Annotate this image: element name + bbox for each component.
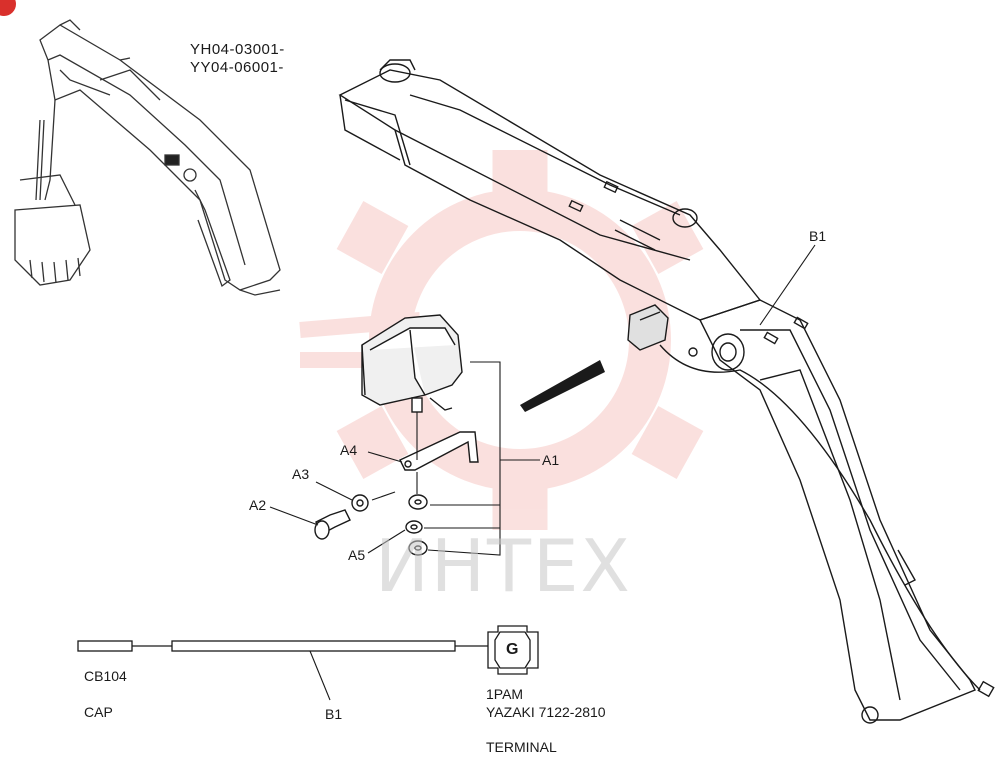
callout-a1: A1 xyxy=(542,452,560,468)
boom-drawing xyxy=(338,59,995,724)
pointer-arrow xyxy=(520,360,605,412)
cap-label: CAP xyxy=(84,704,113,720)
harness-label-b1: B1 xyxy=(325,706,343,722)
watermark-text: ИНТЕХ xyxy=(375,524,632,608)
callout-b1-boom: B1 xyxy=(809,228,827,244)
connector-1pam xyxy=(487,625,539,675)
harness-sleeve xyxy=(171,640,456,652)
lamp-bracket xyxy=(399,431,479,471)
work-lamp xyxy=(361,314,463,413)
fasteners xyxy=(314,494,428,556)
excavator-thumbnail xyxy=(14,19,281,296)
serial-number-1: YH04-03001- xyxy=(190,41,285,58)
leader-lines xyxy=(269,244,816,556)
callout-a2: A2 xyxy=(249,497,267,513)
connector-code: 1PAM xyxy=(486,686,524,702)
cap-cb104 xyxy=(77,640,133,652)
serial-number-2: YY04-06001- xyxy=(190,59,284,76)
connector-part-number: YAZAKI 7122-2810 xyxy=(486,704,606,720)
callout-a4: A4 xyxy=(340,442,358,458)
harness-b1 xyxy=(77,625,539,701)
corner-badge xyxy=(0,0,16,16)
connector-letter: G xyxy=(506,641,519,658)
callout-a3: A3 xyxy=(292,466,310,482)
callout-a5: A5 xyxy=(348,547,366,563)
terminal-label: TERMINAL xyxy=(486,739,557,755)
cap-code: CB104 xyxy=(84,668,127,684)
mounted-lamp xyxy=(627,304,698,357)
